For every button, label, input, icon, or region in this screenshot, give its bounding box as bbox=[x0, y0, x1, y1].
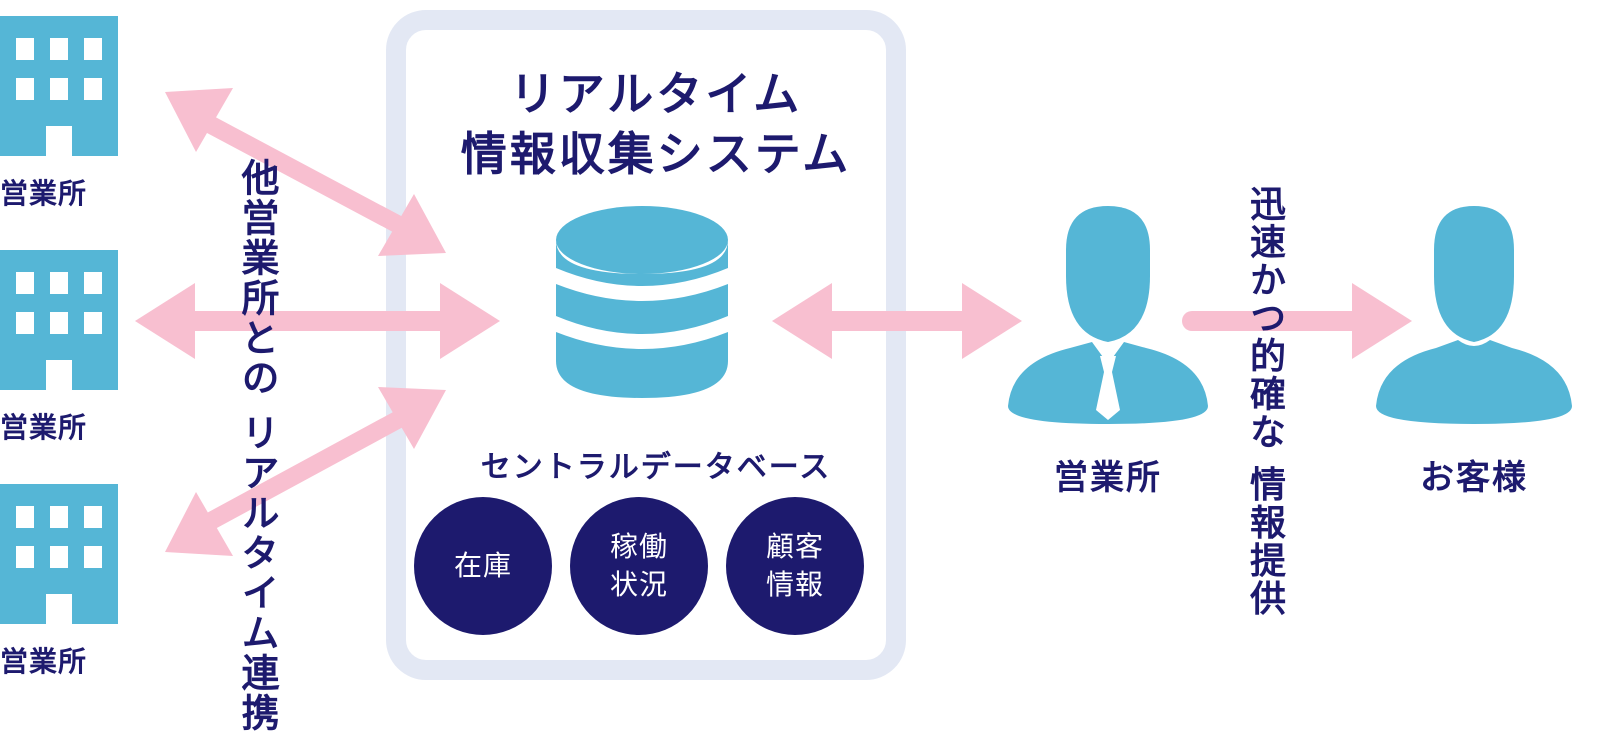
arrow-system-salesoffice bbox=[772, 283, 1022, 359]
arrow-office1-system bbox=[165, 88, 446, 256]
building-icon bbox=[0, 16, 118, 156]
data-item-inventory: 在庫 bbox=[414, 497, 552, 635]
building-icon bbox=[0, 484, 118, 624]
office-building-3 bbox=[0, 484, 118, 624]
provide-info-text: 迅速かつ的確な 情報提供 bbox=[1238, 185, 1290, 618]
arrow-office2-system bbox=[135, 283, 500, 359]
data-item-customer-info: 顧客 情報 bbox=[726, 497, 864, 635]
arrow-office3-system bbox=[165, 387, 446, 556]
office-building-2 bbox=[0, 250, 118, 390]
office-link-text: 他営業所との リアルタイム連携 bbox=[230, 158, 285, 733]
office-link-text-line1: 他営業所との bbox=[235, 158, 279, 398]
customer-label: お客様 bbox=[1420, 458, 1528, 498]
office-building-1 bbox=[0, 16, 118, 156]
database-icon bbox=[556, 206, 728, 398]
person-icon bbox=[1008, 206, 1208, 424]
provide-info-text-line1: 迅速かつ的確な bbox=[1244, 185, 1285, 451]
office-link-text-line2: リアルタイム連携 bbox=[235, 413, 279, 733]
system-title-line2: 情報収集システム bbox=[460, 127, 852, 181]
office-label-1: 営業所 bbox=[0, 177, 88, 210]
database-label: セントラルデータベース bbox=[480, 450, 832, 485]
arrow-salesoffice-customer bbox=[1182, 283, 1412, 359]
arrows-layer bbox=[135, 88, 1412, 556]
system-title-line1: リアルタイム bbox=[509, 67, 803, 121]
office-label-3: 営業所 bbox=[0, 645, 88, 678]
person-icon bbox=[1376, 206, 1572, 424]
sales-office-label: 営業所 bbox=[1054, 458, 1162, 498]
data-item-operation-status: 稼働 状況 bbox=[570, 497, 708, 635]
office-label-2: 営業所 bbox=[0, 411, 88, 444]
provide-info-text-line2: 情報提供 bbox=[1244, 465, 1285, 618]
building-icon bbox=[0, 250, 118, 390]
